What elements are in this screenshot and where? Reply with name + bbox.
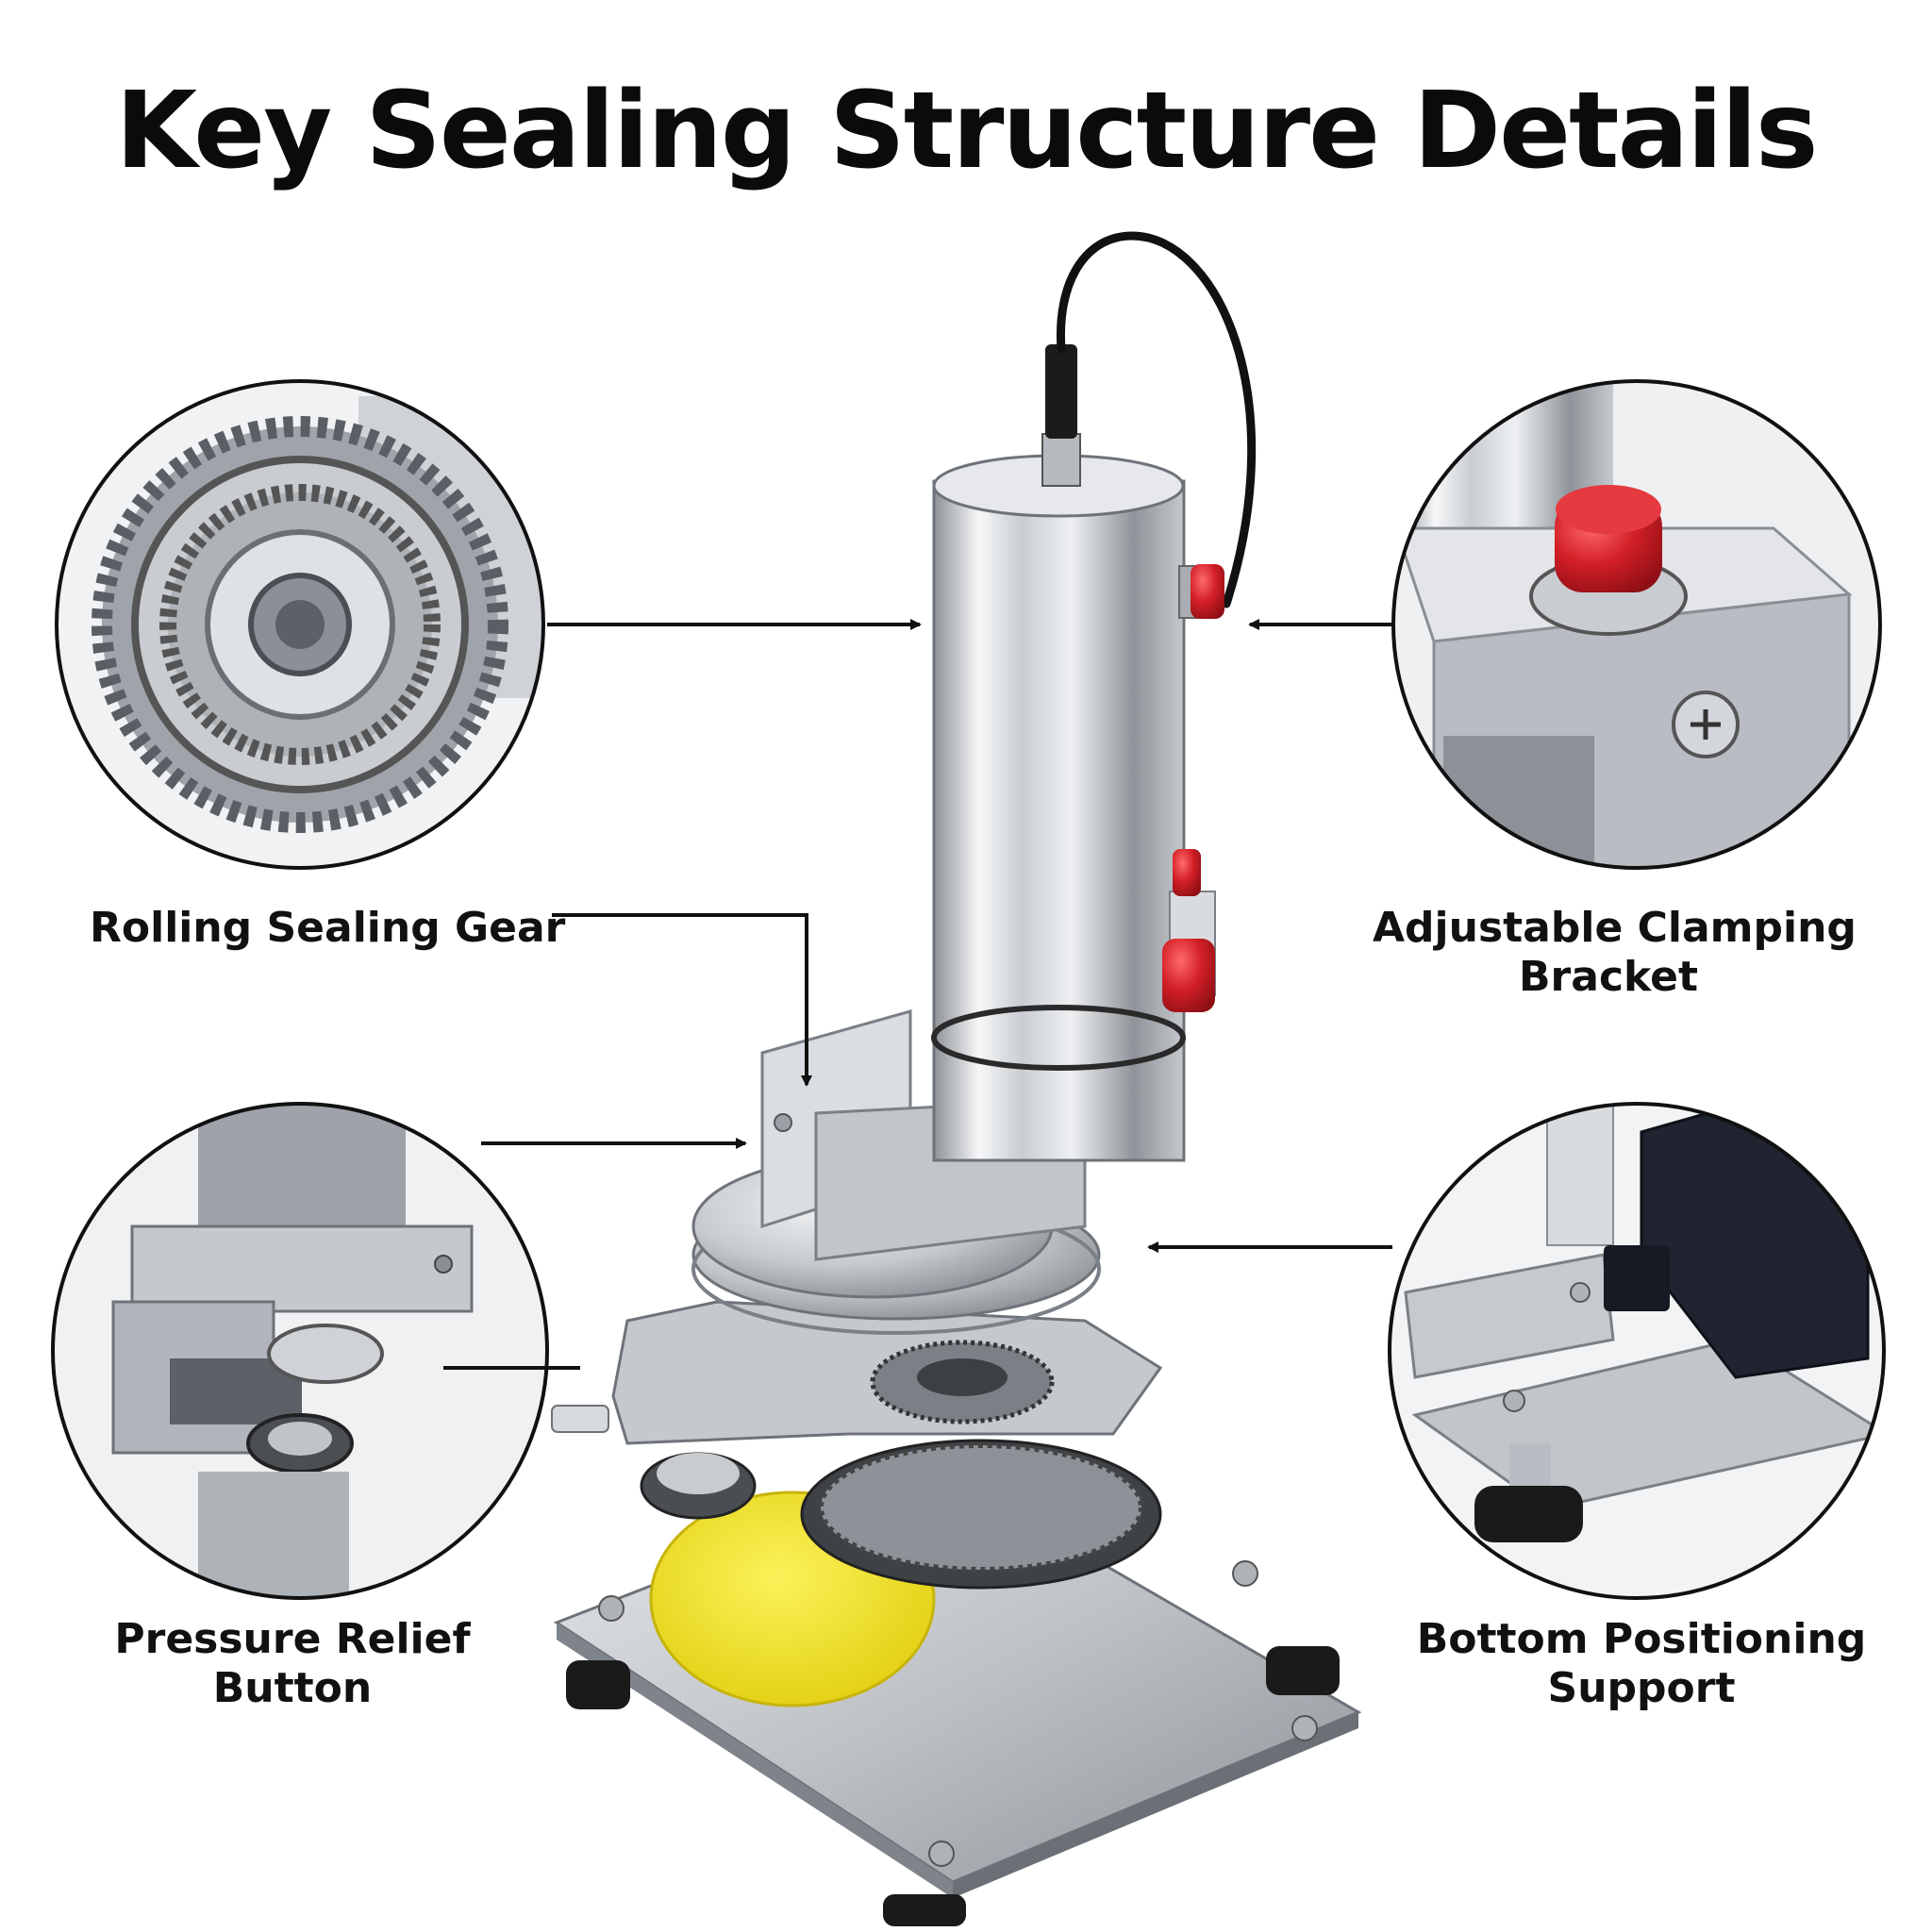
support-arm	[1404, 1253, 1615, 1379]
red-button-top	[1191, 564, 1224, 619]
label-adjustable-clamping-bracket-line1: Adjustable Clamping	[1373, 904, 1857, 952]
label-rolling-sealing-gear: Rolling Sealing Gear	[90, 904, 565, 953]
red-button-lower	[1162, 939, 1215, 1012]
plate-screw	[1232, 1560, 1258, 1587]
arrow-gear-label-to-bracket	[552, 913, 812, 1087]
detail-circle-border	[55, 379, 545, 870]
relief-screw	[434, 1255, 453, 1274]
label-adjustable-clamping-bracket: Adjustable Clamping Bracket	[1373, 904, 1857, 1002]
sealing-machine	[551, 231, 1362, 1926]
adapter-plug	[1604, 1245, 1670, 1311]
label-adjustable-clamping-bracket-line2: Bracket	[1519, 953, 1698, 1001]
relief-bearing-inner	[268, 1422, 332, 1456]
bracket-front-face	[1432, 592, 1851, 868]
relief-frame	[130, 1224, 474, 1313]
middle-gear-hub	[917, 1358, 1008, 1396]
cable-connector	[1041, 433, 1081, 487]
rubber-foot	[566, 1660, 630, 1709]
detail-circle-border	[51, 1102, 549, 1600]
relief-column	[198, 1104, 406, 1245]
label-bottom-positioning-support-line2: Support	[1547, 1664, 1736, 1712]
red-button-lower-small	[1173, 849, 1201, 896]
screw-cross	[1690, 709, 1721, 740]
plate-screw	[928, 1840, 955, 1867]
red-clamp-button-top	[1556, 485, 1661, 534]
support-post	[1546, 1104, 1614, 1246]
detail-circle-bottom-positioning-support	[1388, 1102, 1886, 1600]
cable-plug	[1045, 344, 1077, 439]
motor-cylinder	[932, 479, 1186, 1162]
label-pressure-relief-button-line2: Button	[212, 1664, 373, 1712]
detail-circle-border	[1388, 1102, 1886, 1600]
page-title: Key Sealing Structure Details	[115, 70, 1818, 192]
motor-cylinder-ring	[931, 1005, 1186, 1071]
detail-circle-pressure-relief-button	[51, 1102, 549, 1600]
bracket-screw	[774, 1113, 792, 1132]
detail-circle-rolling-sealing-gear	[55, 379, 545, 870]
relief-roller	[267, 1324, 384, 1384]
relief-base	[198, 1472, 349, 1598]
label-bottom-positioning-support: Bottom Positioning Support	[1406, 1615, 1877, 1713]
label-pressure-relief-button-line1: Pressure Relief	[114, 1615, 471, 1663]
power-cable	[1056, 231, 1257, 608]
detail-circle-adjustable-clamping-bracket	[1391, 379, 1882, 870]
label-rolling-sealing-gear-line1: Rolling Sealing Gear	[90, 904, 566, 952]
rubber-foot	[1266, 1646, 1340, 1695]
base-plate-edge-right	[953, 1712, 1358, 1898]
lower-gear-ring	[818, 1442, 1144, 1573]
side-roller-top	[657, 1453, 740, 1494]
label-bottom-positioning-support-line1: Bottom Positioning	[1416, 1615, 1867, 1663]
support-screw	[1503, 1390, 1525, 1412]
callout-lines	[443, 619, 1394, 1370]
bracket-slot	[1443, 736, 1594, 868]
support-rubber-foot	[1474, 1486, 1583, 1542]
gear-bore-inner	[275, 600, 325, 649]
support-screw	[1570, 1282, 1591, 1303]
rubber-foot	[883, 1894, 966, 1926]
lever-pin	[551, 1405, 609, 1433]
plate-screw	[1291, 1715, 1318, 1741]
label-pressure-relief-button: Pressure Relief Button	[94, 1615, 491, 1713]
base-plate-edge	[557, 1623, 953, 1898]
plate-screw	[598, 1595, 625, 1622]
